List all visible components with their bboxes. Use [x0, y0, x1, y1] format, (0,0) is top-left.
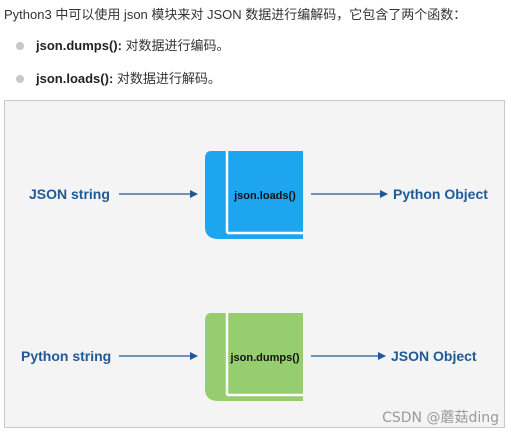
- bottom-book-icon: [205, 313, 303, 401]
- function-desc: 对数据进行编码。: [121, 38, 230, 53]
- function-name: json.loads():: [36, 71, 114, 86]
- bottom-input-label: Python string: [21, 348, 111, 364]
- csdn-watermark: CSDN @蘑菇ding: [382, 410, 499, 426]
- bottom-book-label: json.dumps(): [229, 352, 299, 364]
- function-name: json.dumps():: [36, 38, 122, 53]
- bottom-output-label: JSON Object: [391, 348, 477, 364]
- top-book-icon: [205, 151, 303, 239]
- top-output-label: Python Object: [393, 186, 488, 202]
- bullet-icon: [16, 42, 24, 50]
- intro-text: Python3 中可以使用 json 模块来对 JSON 数据进行编解码，它包含…: [4, 7, 467, 22]
- bullet-icon: [16, 75, 24, 83]
- function-desc: 对数据进行解码。: [113, 71, 221, 86]
- list-item-loads: json.loads(): 对数据进行解码。: [14, 69, 230, 89]
- diagram-svg: JSON string json.loads() Python Object P…: [21, 151, 488, 401]
- list-item-dumps: json.dumps(): 对数据进行编码。: [14, 36, 230, 56]
- function-list: json.dumps(): 对数据进行编码。 json.loads(): 对数据…: [14, 36, 230, 102]
- top-book-label: json.loads(): [233, 190, 296, 202]
- json-diagram: JSON string json.loads() Python Object P…: [4, 100, 505, 428]
- top-input-label: JSON string: [29, 186, 110, 202]
